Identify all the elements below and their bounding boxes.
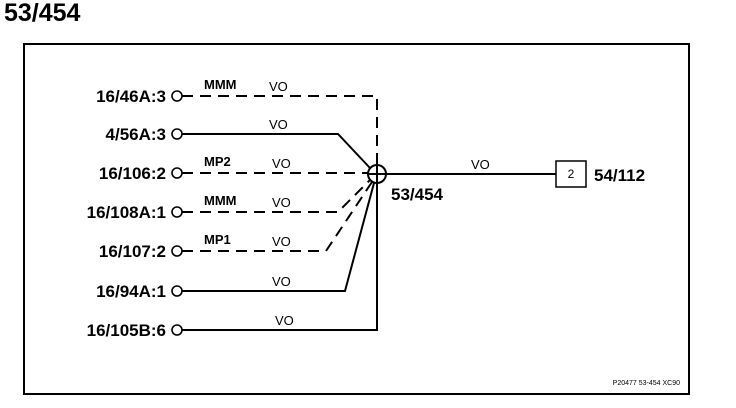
footer-code: P20477 53-454 XC90 <box>613 380 680 387</box>
wire-16-107-2 <box>182 181 373 252</box>
wire-16-94a-1 <box>182 182 375 292</box>
splice-point[interactable] <box>367 164 387 184</box>
destination-box-number: 2 <box>568 167 575 181</box>
wire-tag: VO <box>272 234 291 249</box>
destination-box[interactable] <box>555 160 587 188</box>
splice-label: 53/454 <box>391 185 444 204</box>
connector-label: 4/56A:3 <box>106 125 166 144</box>
terminal-icon[interactable] <box>171 285 183 297</box>
wire-group <box>182 95 378 331</box>
connector-label: 16/106:2 <box>99 164 166 183</box>
wire-tag: VO <box>272 274 291 289</box>
wire-16-105b-6 <box>182 183 378 331</box>
wire-tag: VO <box>269 117 288 132</box>
terminal-icon[interactable] <box>171 206 183 218</box>
terminal-icon[interactable] <box>171 128 183 140</box>
output-wire-tag: VO <box>471 157 490 172</box>
marker-tag: MMM <box>204 77 237 92</box>
wire-tag: VO <box>272 156 291 171</box>
connector-labels: 16/46A:3VOMMM4/56A:3VO16/106:2VOMP216/10… <box>87 77 294 340</box>
terminal-icon[interactable] <box>171 245 183 257</box>
terminal-icon[interactable] <box>171 167 183 179</box>
connector-label: 16/108A:1 <box>87 203 166 222</box>
connector-label: 16/107:2 <box>99 242 166 261</box>
wire-16-108a-1 <box>182 179 371 213</box>
connector-label: 16/46A:3 <box>96 87 166 106</box>
wire-16-46a-3 <box>182 95 378 166</box>
wire-4-56a-3 <box>182 133 371 169</box>
wire-tag: VO <box>272 195 291 210</box>
wire-tag: VO <box>275 313 294 328</box>
connector-label: 16/105B:6 <box>87 321 166 340</box>
marker-tag: MP1 <box>204 232 231 247</box>
page-title: 53/454 <box>4 0 81 27</box>
marker-tag: MP2 <box>204 154 231 169</box>
terminal-icon[interactable] <box>171 90 183 102</box>
terminal-icon[interactable] <box>171 324 183 336</box>
connector-label: 16/94A:1 <box>96 282 166 301</box>
wire-tag: VO <box>269 79 288 94</box>
diagram-frame <box>23 43 690 395</box>
marker-tag: MMM <box>204 193 237 208</box>
destination-label: 54/112 <box>594 166 645 185</box>
